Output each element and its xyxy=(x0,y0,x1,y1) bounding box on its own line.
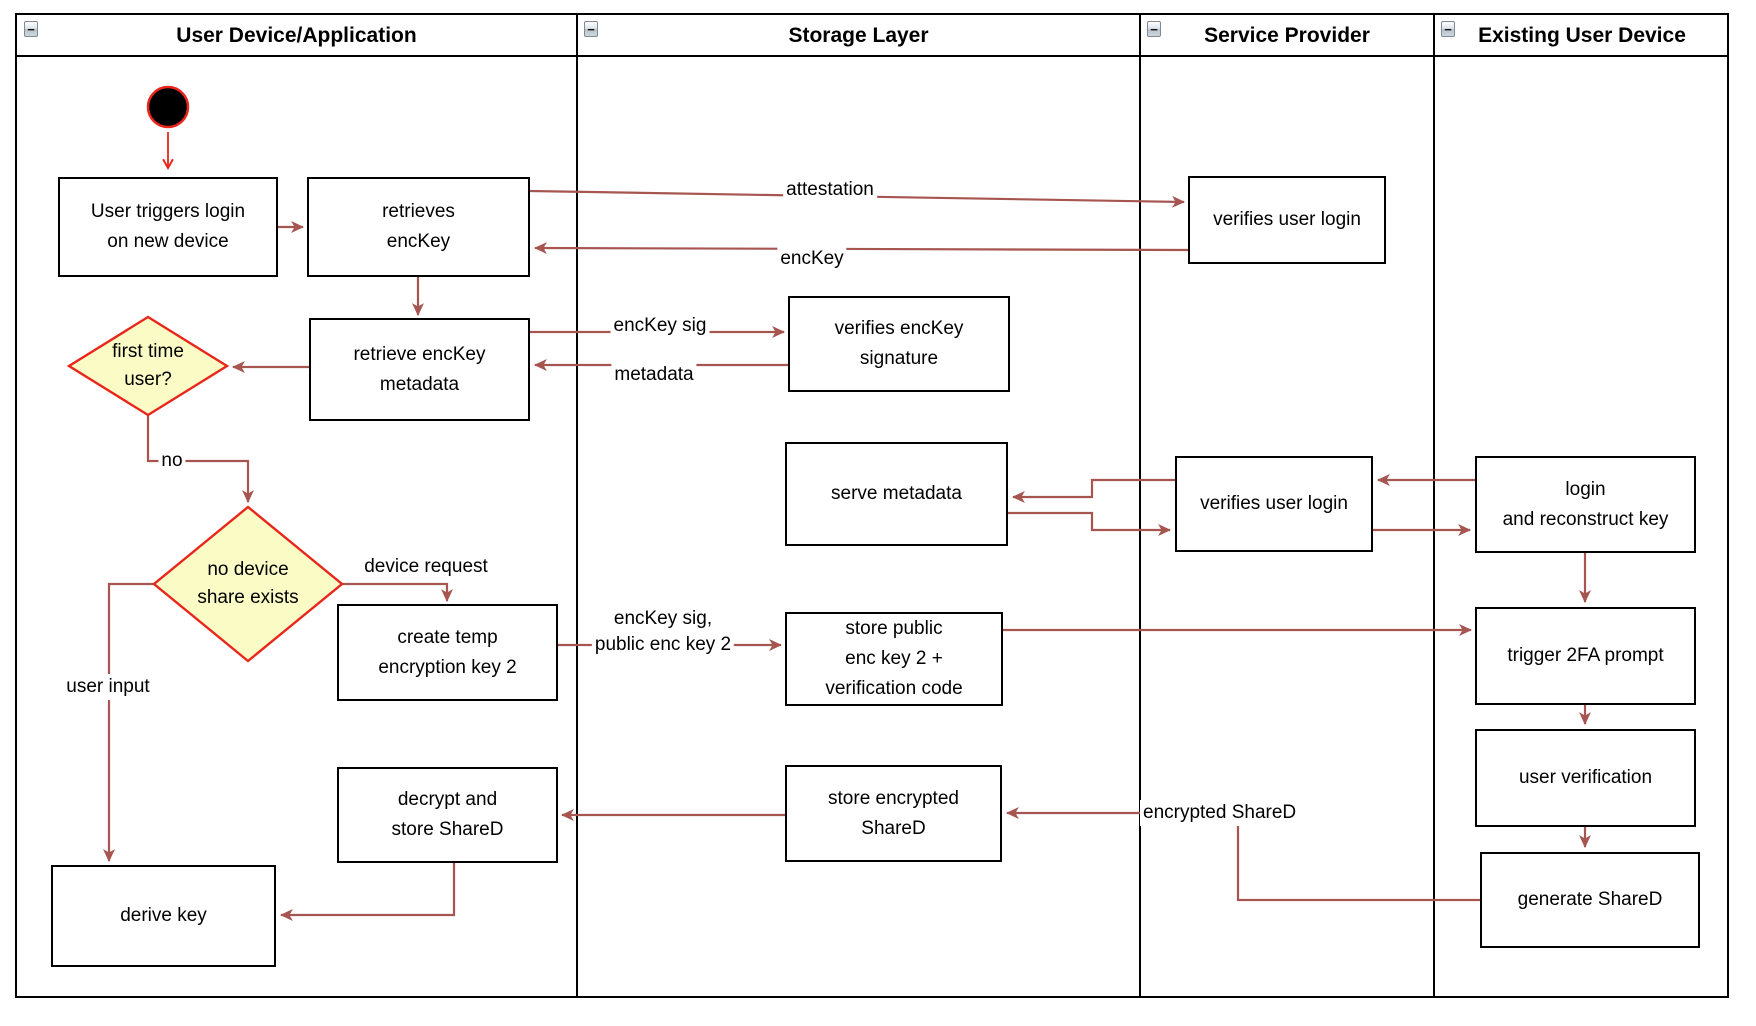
lane-divider-2 xyxy=(1139,13,1141,998)
edge-user-input xyxy=(103,582,154,863)
node-verifies-user-login-top[interactable]: verifies user login xyxy=(1188,176,1386,264)
node-decrypt-store-shared[interactable]: decrypt and store ShareD xyxy=(337,767,558,863)
edge-label-attestation: attestation xyxy=(783,177,877,203)
edge-servemeta-to-verifies xyxy=(1008,511,1172,536)
edge-label-no: no xyxy=(158,448,186,474)
node-generate-shared[interactable]: generate ShareD xyxy=(1480,852,1700,948)
node-retrieve-enckey-metadata[interactable]: retrieve encKey metadata xyxy=(309,318,530,421)
node-retrieves-enckey[interactable]: retrieves encKey xyxy=(307,177,530,277)
decision-label-no-device-share: no device share exists xyxy=(197,559,299,608)
edge-encrypted-shared xyxy=(1005,807,1480,902)
node-login-reconstruct-key[interactable]: login and reconstruct key xyxy=(1475,456,1696,553)
edge-label-enckey-sig: encKey sig xyxy=(610,313,710,339)
decision-label-first-time-user: first time user? xyxy=(112,341,184,390)
decision-no-device-share[interactable] xyxy=(152,505,344,663)
edge-decrypt-to-derive xyxy=(279,863,456,921)
lane-header-divider xyxy=(15,55,1729,57)
start-node[interactable] xyxy=(146,85,190,129)
edge-no-branch xyxy=(146,415,254,504)
edge-label-enckey-sig-public: encKey sig, public enc key 2 xyxy=(591,606,735,658)
collapse-lane-icon[interactable]: − xyxy=(584,21,598,37)
edge-label-encrypted-shared: encrypted ShareD xyxy=(1140,800,1300,826)
edge-label-device-request: device request xyxy=(361,554,491,580)
node-verifies-user-login-mid[interactable]: verifies user login xyxy=(1175,456,1373,552)
decision-first-time-user[interactable] xyxy=(66,315,230,417)
node-serve-metadata[interactable]: serve metadata xyxy=(785,442,1008,546)
lane-title-user-device[interactable]: User Device/Application xyxy=(176,24,417,47)
collapse-lane-icon[interactable]: − xyxy=(1147,21,1161,37)
edge-label-metadata: metadata xyxy=(611,362,697,388)
edge-device-request xyxy=(342,582,453,603)
edge-label-enckey: encKey xyxy=(777,246,847,272)
node-derive-key[interactable]: derive key xyxy=(51,865,276,967)
node-create-temp-key[interactable]: create temp encryption key 2 xyxy=(337,604,558,701)
node-user-verification[interactable]: user verification xyxy=(1475,729,1696,827)
node-trigger-2fa-prompt[interactable]: trigger 2FA prompt xyxy=(1475,607,1696,705)
edge-label-user-input: user input xyxy=(63,674,153,700)
lane-divider-3 xyxy=(1433,13,1435,998)
node-store-encrypted-shared[interactable]: store encrypted ShareD xyxy=(785,765,1002,862)
node-verifies-enckey-signature[interactable]: verifies encKey signature xyxy=(788,296,1010,392)
edge-enckey-return xyxy=(533,242,1189,254)
lane-divider-1 xyxy=(576,13,578,998)
collapse-lane-icon[interactable]: − xyxy=(1441,21,1455,37)
node-user-triggers-login[interactable]: User triggers login on new device xyxy=(58,177,278,277)
node-store-public-enc-key[interactable]: store public enc key 2 + verification co… xyxy=(785,612,1003,706)
lane-title-storage-layer[interactable]: Storage Layer xyxy=(788,24,929,47)
lane-title-existing-device[interactable]: Existing User Device xyxy=(1478,24,1686,47)
lane-title-service-provider[interactable]: Service Provider xyxy=(1204,24,1370,47)
edge-verifies-to-servemeta xyxy=(1011,478,1175,503)
collapse-lane-icon[interactable]: − xyxy=(24,21,38,37)
